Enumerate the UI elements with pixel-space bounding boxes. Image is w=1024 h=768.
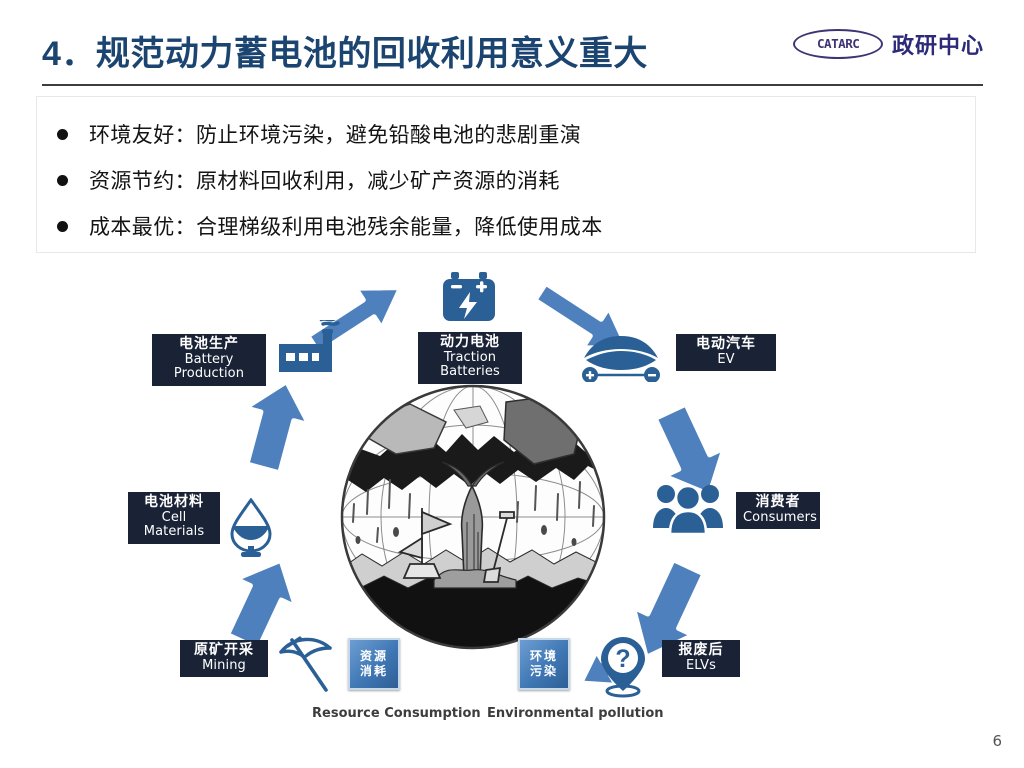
- bullet-text: 成本最优：合理梯级利用电池残余能量，降低使用成本: [89, 215, 603, 239]
- bullet-dot-icon: [57, 128, 68, 140]
- logo-mark-text: CATARC: [816, 37, 860, 51]
- page-number: 6: [992, 732, 1002, 750]
- people-icon: [652, 480, 724, 539]
- bullet-dot-icon: [57, 220, 68, 232]
- catarc-logo-icon: CATARC: [792, 29, 883, 59]
- node-label-ev: 电动汽车 EV: [676, 334, 776, 372]
- node-label-en: Cell Materials: [143, 509, 205, 540]
- node-label-cell-materials: 电池材料 Cell Materials: [128, 492, 220, 544]
- node-label-cn: 电池生产: [179, 336, 239, 352]
- logo-label: 政研中心: [891, 33, 984, 58]
- page-title: 4．规范动力蓄电池的回收利用意义重大: [42, 35, 648, 73]
- depleted-earth-globe-image: [338, 382, 608, 652]
- node-label-en: Consumers: [743, 509, 817, 525]
- logo: CATARC 政研中心: [792, 28, 984, 60]
- node-label-cn: 消费者: [755, 494, 801, 510]
- car-icon: [578, 334, 664, 387]
- node-label-cn: 电池材料: [144, 494, 204, 510]
- chip-environmental-pollution: 环境 污染: [518, 638, 570, 690]
- flask-icon: [228, 497, 274, 563]
- chip-caption-environmental-pollution: Environmental pollution: [487, 706, 664, 721]
- node-label-cn: 电动汽车: [696, 336, 756, 352]
- bullet-dot-icon: [57, 174, 68, 186]
- node-label-battery-production: 电池生产 Battery Production: [152, 334, 266, 386]
- node-label-en: EV: [717, 351, 735, 367]
- svg-text:?: ?: [615, 645, 630, 673]
- node-label-en: Mining: [202, 657, 246, 673]
- node-label-en: ELVs: [685, 657, 717, 673]
- bullet-text: 环境友好：防止环境污染，避免铅酸电池的悲剧重演: [89, 123, 582, 147]
- node-label-cn: 报废后: [678, 642, 724, 658]
- node-label-en: Battery Production: [173, 351, 245, 382]
- node-label-en: Traction Batteries: [440, 349, 500, 380]
- node-label-mining: 原矿开采 Mining: [180, 640, 268, 678]
- list-item: 环境友好：防止环境污染，避免铅酸电池的悲剧重演: [37, 111, 975, 157]
- node-label-consumers: 消费者 Consumers: [736, 492, 820, 530]
- bullet-text: 资源节约：原材料回收利用，减少矿产资源的消耗: [89, 169, 560, 193]
- factory-icon: [274, 317, 340, 381]
- node-label-elvs: 报废后 ELVs: [662, 640, 740, 678]
- chip-cn-top: 环境: [529, 649, 558, 663]
- list-item: 成本最优：合理梯级利用电池残余能量，降低使用成本: [37, 203, 975, 249]
- flow-arrow-materials-to-production: [228, 368, 323, 488]
- pin-question-icon: ?: [596, 636, 650, 703]
- flow-arrow-consumers-to-elvs: [612, 557, 722, 673]
- node-label-cn: 动力电池: [440, 334, 500, 350]
- chip-cn-top: 资源: [359, 649, 388, 663]
- node-label-traction-batteries: 动力电池 Traction Batteries: [418, 332, 522, 384]
- chip-cn-bottom: 消耗: [359, 664, 388, 678]
- pickaxe-icon: [278, 634, 340, 699]
- battery-icon: [440, 270, 498, 329]
- chip-cn-bottom: 污染: [529, 664, 558, 678]
- header-divider: [42, 84, 983, 86]
- node-label-cn: 原矿开采: [194, 642, 254, 658]
- chip-resource-consumption: 资源 消耗: [348, 638, 400, 690]
- lifecycle-diagram: 动力电池 Traction Batteries 电池生产 Battery Pro…: [0, 258, 1024, 738]
- bullet-panel: 环境友好：防止环境污染，避免铅酸电池的悲剧重演 资源节约：原材料回收利用，减少矿…: [36, 96, 976, 253]
- list-item: 资源节约：原材料回收利用，减少矿产资源的消耗: [37, 157, 975, 203]
- chip-caption-resource-consumption: Resource Consumption: [312, 706, 481, 721]
